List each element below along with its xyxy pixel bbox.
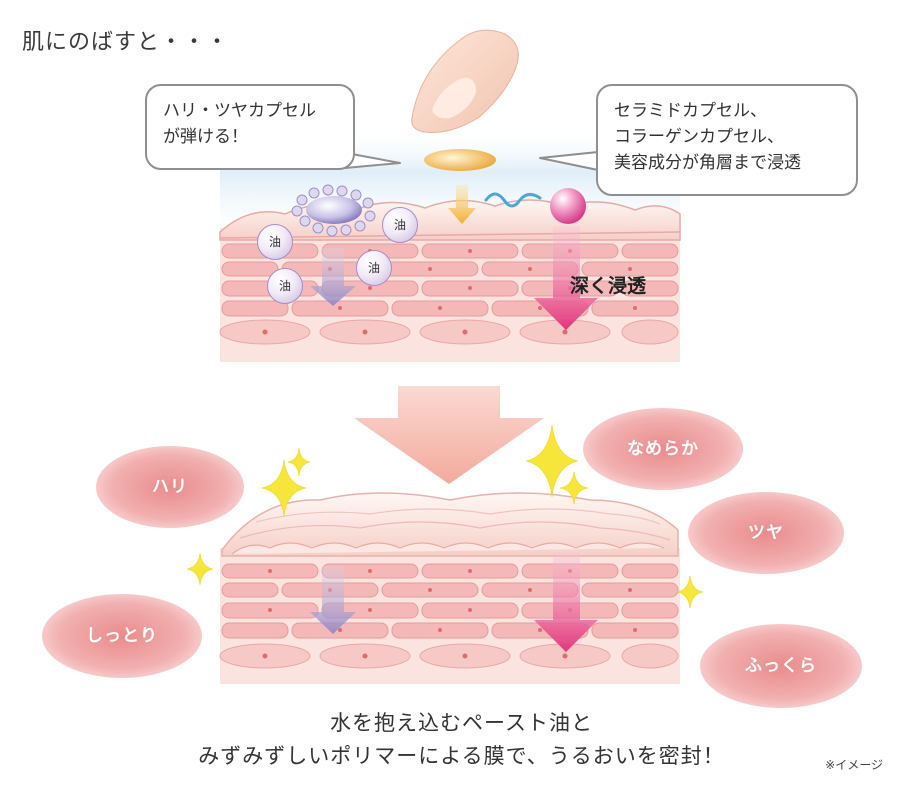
effect-nameraka: なめらか <box>583 408 743 490</box>
paste-oil-capsule-icon <box>291 184 376 237</box>
oil-droplet: 油 <box>356 250 392 286</box>
sparkle-icon <box>525 424 579 498</box>
deep-penetration-label: 深く浸透 <box>570 275 647 297</box>
collagen-icon <box>484 192 542 208</box>
transition-arrow-icon <box>354 386 544 484</box>
callout-penetration: セラミドカプセル、 コラーゲンカプセル、 美容成分が角層まで浸透 <box>596 84 858 196</box>
ceramide-icon <box>550 188 586 224</box>
effect-nameraka-label: なめらか <box>627 439 699 459</box>
oil-arrow-icon <box>310 248 356 306</box>
effect-fukkura-label: ふっくら <box>745 656 817 676</box>
sparkle-icon <box>261 459 307 517</box>
oil-arrow-bottom-icon <box>310 566 356 634</box>
effect-fukkura: ふっくら <box>700 624 862 708</box>
sparkle-icon <box>287 447 311 477</box>
effect-tsuya: ツヤ <box>688 492 844 574</box>
caption-line-2: みずみずしいポリマーによる膜で、うるおいを密封！ <box>198 744 725 768</box>
effect-shittori-label: しっとり <box>86 626 158 646</box>
effect-tsuya-label: ツヤ <box>748 523 784 543</box>
effect-hari-label: ハリ <box>152 477 188 497</box>
effect-hari: ハリ <box>96 446 244 528</box>
callout-capsule-burst-text: ハリ・ツヤカプセル が弾ける！ <box>163 101 316 147</box>
oil-droplet: 油 <box>257 224 293 260</box>
callout-capsule-burst: ハリ・ツヤカプセル が弾ける！ <box>145 84 355 170</box>
heading: 肌にのばすと・・・ <box>22 30 230 55</box>
sparkle-icon <box>186 552 214 586</box>
caption-line-1: 水を抱え込むペースト油と <box>330 711 593 735</box>
sparkle-icon <box>676 575 704 609</box>
effect-shittori: しっとり <box>42 594 202 678</box>
callout-penetration-text: セラミドカプセル、 コラーゲンカプセル、 美容成分が角層まで浸透 <box>614 101 801 173</box>
deep-penetration-arrow-icon <box>534 226 598 330</box>
deep-arrow-bottom-icon <box>534 552 598 652</box>
oil-droplet: 油 <box>382 207 418 243</box>
oil-droplet: 油 <box>267 268 303 304</box>
capsule-arrow-icon <box>448 185 476 224</box>
image-note: ※イメージ <box>825 758 883 772</box>
sparkle-icon <box>559 471 589 505</box>
capsule-icon <box>424 149 496 171</box>
skin-block-bottom <box>219 492 680 684</box>
